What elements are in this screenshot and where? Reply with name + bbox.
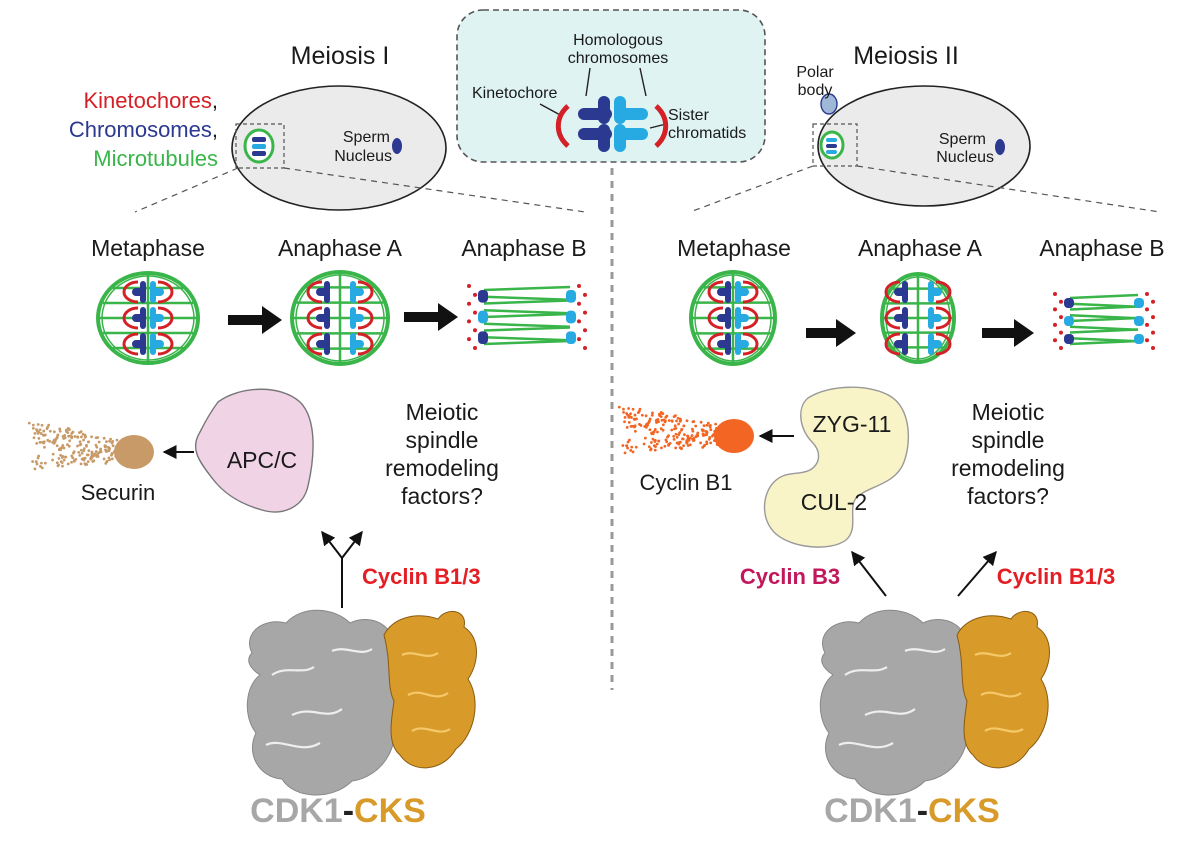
cyclin-split-arrow-i <box>321 530 363 608</box>
spindle-anaphase-b-ii <box>1053 292 1155 350</box>
inset-sister-label: Sister <box>668 107 710 124</box>
cyclin-b1-degradation-cloud <box>617 405 754 455</box>
sperm-nucleus-label-ii-1: Sperm <box>939 131 986 148</box>
cyclin-b1-label: Cyclin B1 <box>640 470 733 495</box>
stage-metaphase-ii: Metaphase <box>677 235 791 261</box>
arrow-metaphase-to-anaphase-a-ii <box>806 319 856 347</box>
apc-c-complex: APC/C <box>194 388 314 513</box>
cyclin-b13-label-ii: Cyclin B1/3 <box>997 564 1116 589</box>
legend-chromosomes: Chromosomes <box>69 117 212 142</box>
cdk1-cks-label-ii: CDK1-CKS <box>824 792 1000 830</box>
arrow-anaphase-a-to-b-i <box>404 303 458 331</box>
cyclin-b3-label: Cyclin B3 <box>740 564 840 589</box>
zyg-11-label: ZYG-11 <box>813 411 892 437</box>
cyclin-b13-arrow-ii <box>957 550 997 597</box>
chromosome-inset: Homologous chromosomes Kinetochore Siste… <box>456 9 766 163</box>
remodel-line-2-i: spindle <box>406 427 479 453</box>
arrow-anaphase-a-to-b-ii <box>982 319 1034 347</box>
cyclin-b3-arrow <box>851 550 887 597</box>
zyg11-cul2-complex: ZYG-11 CUL-2 <box>763 386 910 548</box>
svg-text:Chromosomes,: Chromosomes, <box>69 117 218 142</box>
arrow-metaphase-to-anaphase-a-i <box>228 306 282 334</box>
inset-kinetochore-label: Kinetochore <box>472 85 557 102</box>
stage-anaphase-b-i: Anaphase B <box>461 235 586 261</box>
remodel-line-4-i: factors? <box>401 483 483 509</box>
legend-microtubules: Microtubules <box>93 146 218 171</box>
stage-anaphase-b-ii: Anaphase B <box>1039 235 1164 261</box>
inset-homologous-label: Homologous <box>573 32 663 49</box>
cyclin-b13-label-i: Cyclin B1/3 <box>362 564 481 589</box>
remodel-line-3-ii: remodeling <box>951 455 1065 481</box>
oocyte-meiosis-i: Sperm Nucleus <box>231 85 447 211</box>
apc-c-label: APC/C <box>227 447 297 473</box>
cul-2-label: CUL-2 <box>801 489 867 515</box>
inset-chromosomes-label: chromosomes <box>568 50 668 67</box>
cdk1-cks-structure-i <box>246 609 477 796</box>
spindle-anaphase-b-i <box>467 284 587 350</box>
cdk1-cks-label-i: CDK1-CKS <box>250 792 426 830</box>
remodel-line-2-ii: spindle <box>972 427 1045 453</box>
spindle-anaphase-a-ii <box>880 272 956 364</box>
sperm-nucleus-label-2: Nucleus <box>334 148 392 165</box>
stage-anaphase-a-i: Anaphase A <box>278 235 403 261</box>
stage-anaphase-a-ii: Anaphase A <box>858 235 983 261</box>
remodel-line-1-ii: Meiotic <box>972 399 1045 425</box>
legend-kinetochores: Kinetochores <box>83 88 211 113</box>
oocyte-meiosis-ii: Sperm Nucleus <box>812 85 1031 207</box>
svg-text:Kinetochores,: Kinetochores, <box>83 88 218 113</box>
polar-body-label-2: body <box>798 82 833 99</box>
spindle-metaphase-i <box>96 271 200 365</box>
meiosis-ii-title: Meiosis II <box>853 42 959 70</box>
inset-chromatids-label: chromatids <box>668 125 746 142</box>
stage-metaphase-i: Metaphase <box>91 235 205 261</box>
spindle-anaphase-a-i <box>290 270 390 366</box>
meiosis-i-title: Meiosis I <box>291 42 390 70</box>
polar-body-label-1: Polar <box>796 64 834 81</box>
legend: Kinetochores, Chromosomes, Microtubules <box>69 88 218 171</box>
securin-degradation-cloud <box>27 421 154 471</box>
remodel-line-4-ii: factors? <box>967 483 1049 509</box>
sperm-nucleus-label-ii-2: Nucleus <box>936 149 994 166</box>
spindle-metaphase-ii <box>689 270 777 366</box>
remodel-line-3-i: remodeling <box>385 455 499 481</box>
securin-label: Securin <box>81 480 156 505</box>
remodel-line-1-i: Meiotic <box>406 399 479 425</box>
cdk1-cks-structure-ii <box>819 609 1050 796</box>
sperm-nucleus-label-1: Sperm <box>343 129 390 146</box>
